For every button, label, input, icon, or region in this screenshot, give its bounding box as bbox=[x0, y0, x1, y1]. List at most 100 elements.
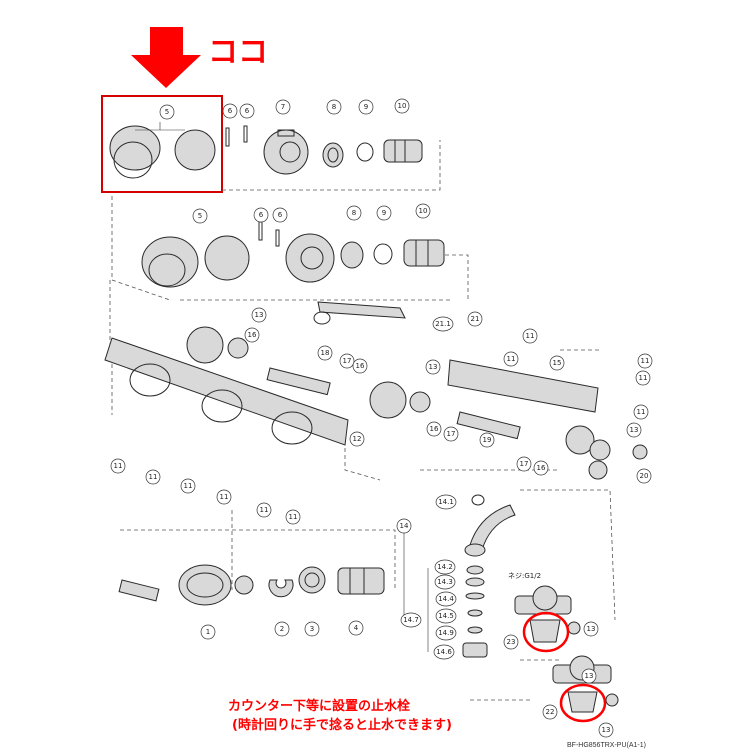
stop-valve-highlight-lower bbox=[559, 683, 607, 723]
part-label-circle bbox=[636, 468, 652, 484]
part-label-text: 11 bbox=[184, 482, 193, 490]
part-label-p16d: 16 bbox=[533, 460, 549, 476]
part-label-p8a: 8 bbox=[326, 99, 342, 115]
callout: ココ bbox=[131, 27, 268, 88]
part-label-text: 17 bbox=[520, 460, 529, 468]
part-6-screw-row2b bbox=[275, 229, 280, 247]
part-label-circle bbox=[358, 99, 374, 115]
part-label-circle bbox=[433, 644, 455, 660]
part-label-circle bbox=[633, 404, 649, 420]
part-label-text: 11 bbox=[507, 355, 516, 363]
part-6-screw-row2a bbox=[258, 221, 263, 241]
part-label-text: 6 bbox=[228, 107, 233, 115]
part-label-p17a: 17 bbox=[339, 353, 355, 369]
part-label-p13d: 13 bbox=[583, 621, 599, 637]
part-label-text: 19 bbox=[483, 436, 492, 444]
part-label-p10b: 10 bbox=[415, 203, 431, 219]
part-label-text: 23 bbox=[507, 638, 516, 646]
part-label-circle bbox=[275, 99, 291, 115]
part-12-mount-plate bbox=[104, 337, 349, 446]
mid-assembly bbox=[104, 301, 648, 480]
part-label-text: 11 bbox=[637, 408, 646, 416]
part-9-ring-top bbox=[356, 142, 374, 162]
part-label-p12: 12 bbox=[349, 431, 365, 447]
part-label-p11g: 11 bbox=[145, 469, 161, 485]
part-label-text: 11 bbox=[639, 374, 648, 382]
part-label-p1: 1 bbox=[200, 624, 216, 640]
part-label-circle bbox=[425, 359, 441, 375]
part-label-text: 21 bbox=[471, 315, 480, 323]
down-arrow-icon bbox=[131, 27, 201, 88]
part-label-p6a: 6 bbox=[222, 103, 238, 119]
part-label-circle bbox=[415, 203, 431, 219]
part-label-p6b: 6 bbox=[239, 103, 255, 119]
part-label-p9b: 9 bbox=[376, 205, 392, 221]
part-label-p10a: 10 bbox=[394, 98, 410, 114]
part-label-text: 11 bbox=[149, 473, 158, 481]
lower-parts bbox=[118, 564, 385, 606]
part-7-valve-body-row2 bbox=[285, 233, 335, 283]
stop-valve-upper bbox=[514, 585, 581, 653]
part-label-circle bbox=[348, 620, 364, 636]
part-label-p13f: 13 bbox=[598, 722, 614, 738]
part-label-circle bbox=[516, 456, 532, 472]
part-label-circle bbox=[503, 634, 519, 650]
part-label-circle bbox=[376, 205, 392, 221]
part-21-spout-pipe bbox=[313, 301, 406, 325]
part-label-p16c: 16 bbox=[426, 421, 442, 437]
part-label-circle bbox=[272, 207, 288, 223]
part-label-text: 5 bbox=[165, 108, 169, 116]
part-label-p13a: 13 bbox=[251, 307, 267, 323]
part-label-circle bbox=[110, 458, 126, 474]
part-label-circle bbox=[251, 307, 267, 323]
part-label-circle bbox=[222, 103, 238, 119]
part-label-circle bbox=[467, 311, 483, 327]
part-label-text: 11 bbox=[526, 332, 535, 340]
part-1-lever-stick bbox=[118, 579, 160, 602]
part-label-circle bbox=[479, 432, 495, 448]
right-outlet-body bbox=[565, 425, 648, 480]
part-label-p11f: 11 bbox=[110, 458, 126, 474]
part-label-circle bbox=[285, 509, 301, 525]
part-8-ring-row2 bbox=[340, 241, 364, 269]
part-label-p17b: 17 bbox=[443, 426, 459, 442]
part-label-text: 16 bbox=[537, 464, 546, 472]
part-label-text: 18 bbox=[321, 349, 330, 357]
part-label-p14_5: 14.5 bbox=[435, 608, 457, 624]
part-label-p11i: 11 bbox=[216, 489, 232, 505]
part-label-p13e: 13 bbox=[581, 668, 597, 684]
part-label-p11h: 11 bbox=[180, 478, 196, 494]
part-18-pipe bbox=[266, 367, 331, 396]
part-label-p16b: 16 bbox=[352, 358, 368, 374]
part-label-p5b: 5 bbox=[192, 208, 208, 224]
part-label-text: 22 bbox=[546, 708, 555, 716]
part-label-circle bbox=[434, 574, 456, 590]
part-label-circle bbox=[317, 345, 333, 361]
part-label-p13c: 13 bbox=[626, 422, 642, 438]
part-label-p6d: 6 bbox=[272, 207, 288, 223]
part-label-circle bbox=[522, 328, 538, 344]
part-label-text: 14.9 bbox=[438, 629, 454, 637]
assembly-lines bbox=[109, 140, 616, 701]
part-label-p21: 21 bbox=[467, 311, 483, 327]
part-label-text: 11 bbox=[114, 462, 123, 470]
part-label-circle bbox=[244, 327, 260, 343]
part-label-text: 13 bbox=[630, 426, 639, 434]
part-10-cartridge-top bbox=[383, 139, 423, 163]
callout-label: ココ bbox=[208, 35, 268, 70]
part-label-text: 8 bbox=[352, 209, 356, 217]
stop-valve-lower bbox=[552, 655, 619, 723]
part-label-text: 13 bbox=[587, 625, 596, 633]
part-label-circle bbox=[400, 612, 422, 628]
stop-valves: ネジ:G1/2 bbox=[508, 572, 619, 723]
part-label-circle bbox=[426, 421, 442, 437]
part-label-p11d: 11 bbox=[635, 370, 651, 386]
part-label-text: 4 bbox=[354, 624, 359, 632]
part-label-text: 20 bbox=[640, 472, 649, 480]
part-label-text: 1 bbox=[206, 628, 210, 636]
note-line-1: カウンター下等に設置の止水栓 bbox=[228, 698, 410, 714]
part-label-circle bbox=[435, 608, 457, 624]
part-label-text: 14.7 bbox=[403, 616, 419, 624]
part-label-circle bbox=[542, 704, 558, 720]
